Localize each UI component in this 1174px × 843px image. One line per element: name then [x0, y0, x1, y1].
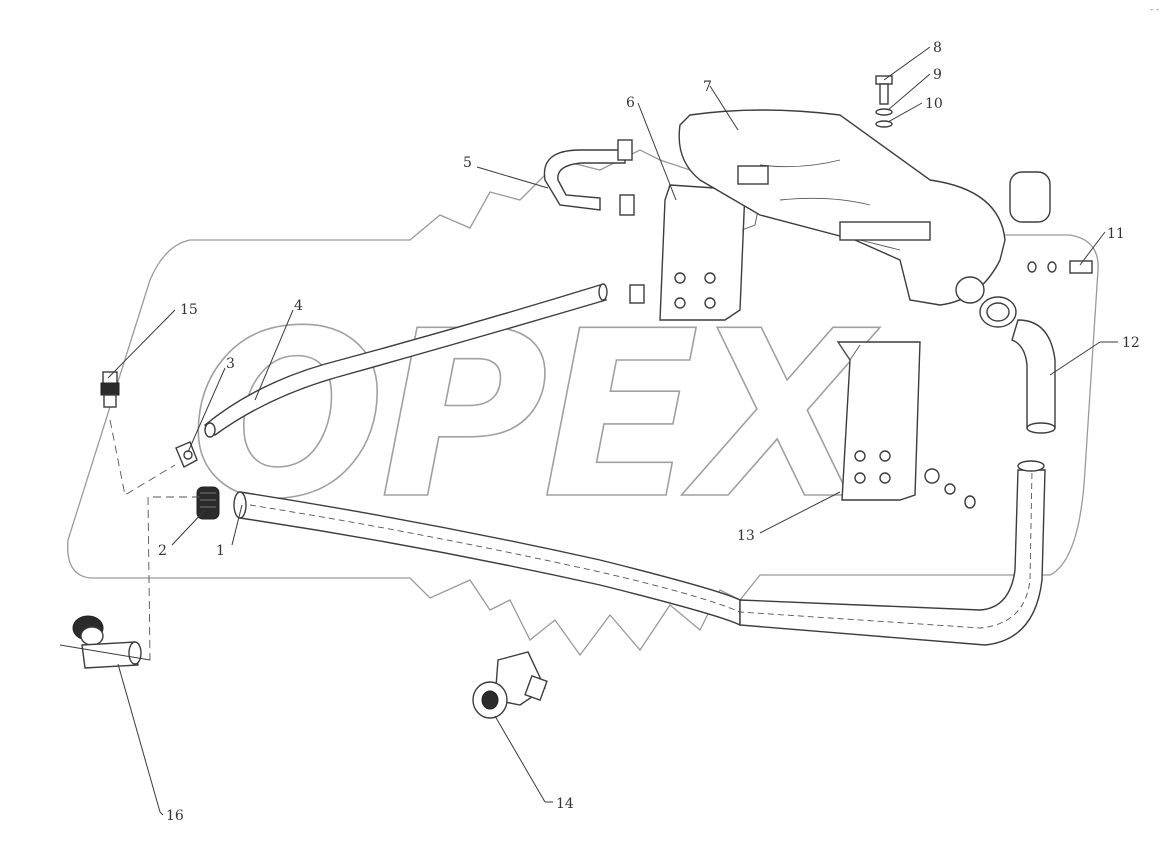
callout-11: 11: [1107, 226, 1125, 242]
valve-fitting-center: [472, 651, 548, 719]
callout-6: 6: [626, 95, 635, 111]
callout-8: 8: [933, 40, 942, 56]
callout-9: 9: [933, 67, 942, 83]
callout-labels: 1 2 3 4 5 6 7 8 9 10 11 12 13 14 15 16: [158, 40, 1140, 824]
hose-clamp: [196, 486, 220, 520]
callout-3: 3: [226, 356, 235, 372]
assembly-guides: [109, 419, 200, 661]
callout-12: 12: [1122, 335, 1140, 351]
callout-7: 7: [703, 79, 712, 95]
bolt-stack-side: [1027, 260, 1093, 274]
callout-13: 13: [737, 528, 755, 544]
callout-10: 10: [925, 96, 943, 112]
bent-pipe: [543, 139, 645, 304]
leader-ticks: [159, 341, 1118, 816]
callout-2: 2: [158, 543, 167, 559]
hose-elbow: [979, 296, 1056, 434]
upper-hose: [203, 283, 608, 438]
sensor: [100, 371, 120, 408]
valve-fitting-left: [59, 615, 151, 669]
bolt-stack-top: [875, 75, 893, 128]
callout-1: 1: [216, 543, 225, 559]
callout-14: 14: [556, 796, 574, 812]
callout-4: 4: [294, 298, 303, 314]
main-hose: [233, 460, 1046, 646]
callout-5: 5: [463, 155, 472, 171]
mounting-bracket-lower: [836, 341, 976, 509]
callout-15: 15: [180, 302, 198, 318]
callout-16: 16: [166, 808, 184, 824]
corner-mark: - -: [1150, 5, 1159, 15]
expansion-tank: [678, 109, 1051, 306]
leader-lines: [107, 46, 1106, 813]
